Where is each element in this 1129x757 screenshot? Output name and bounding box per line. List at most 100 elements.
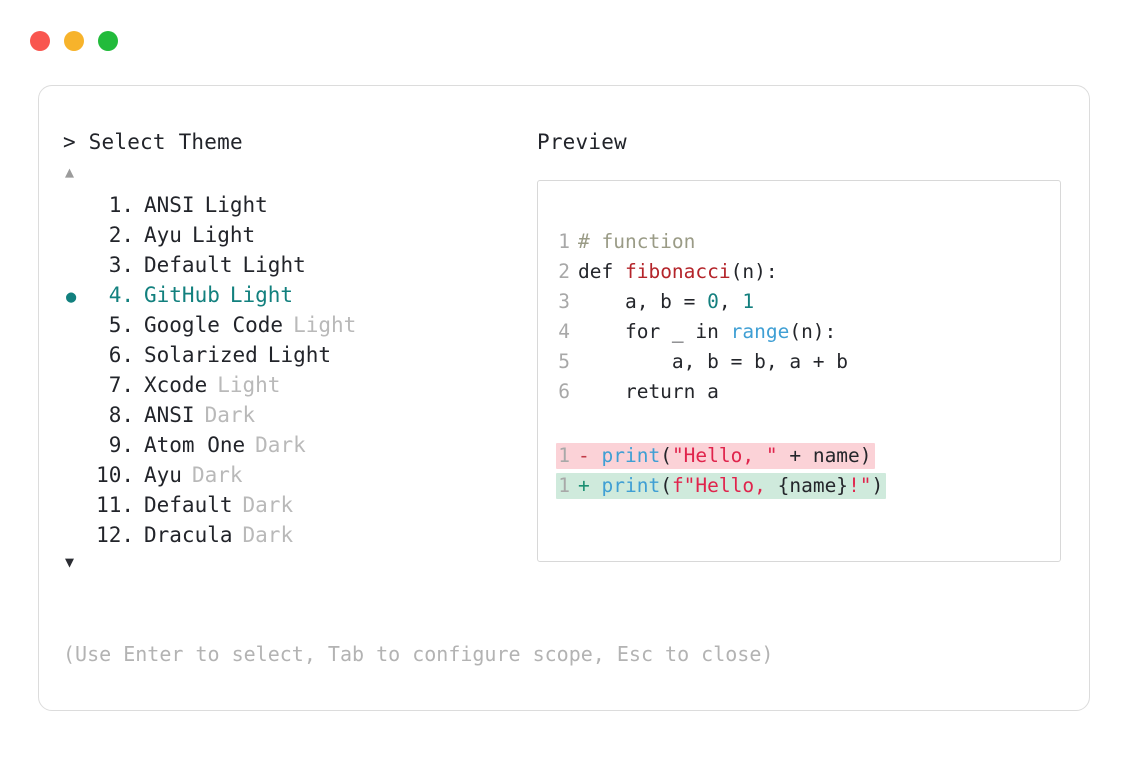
code-line: 1 # function [556, 227, 1060, 257]
maximize-window-button[interactable] [98, 31, 118, 51]
bullet-placeholder: ● [63, 402, 92, 432]
bullet-placeholder: ● [63, 222, 92, 252]
code-token: range [730, 320, 790, 343]
bullet-placeholder: ● [63, 342, 92, 372]
theme-item-name: ANSI [144, 193, 195, 217]
bullet-placeholder: ● [63, 522, 92, 552]
bullet-placeholder: ● [63, 462, 92, 492]
bullet-placeholder: ● [63, 252, 92, 282]
theme-item-name: Google Code [144, 313, 284, 337]
theme-item-name: Dracula [144, 523, 233, 547]
code-token: + name) [777, 444, 872, 467]
code-token: 1 [742, 290, 755, 313]
window-titlebar [0, 0, 1129, 54]
theme-item-number: 6. [108, 343, 134, 367]
diff-marker: - [578, 444, 602, 467]
line-number: 1 [558, 444, 570, 467]
theme-item-variant: Light [204, 193, 268, 217]
code-token: return a [578, 380, 719, 403]
theme-item-variant: Light [267, 343, 332, 367]
line-number: 4 [558, 320, 570, 343]
code-spacer [556, 407, 1060, 441]
bullet-placeholder: ● [63, 492, 92, 522]
theme-item-number: 1. [108, 193, 134, 217]
theme-item-name: ANSI [144, 403, 195, 427]
code-token: a, b = b, a + b [578, 350, 849, 373]
preview-title: Preview [537, 130, 627, 154]
theme-list-item[interactable]: ● 3. Default Light [63, 250, 533, 280]
line-number: 5 [558, 350, 570, 373]
bullet-placeholder: ● [63, 192, 92, 222]
line-number: 1 [558, 230, 570, 253]
code-token: print [601, 444, 661, 467]
code-line: 5 a, b = b, a + b [556, 347, 1060, 377]
diff-line-add: 1+ print(f"Hello, {name}!") [556, 471, 1060, 501]
code-token: "Hello, " [671, 444, 778, 467]
code-token: ) [871, 474, 884, 497]
theme-item-number: 9. [108, 433, 134, 457]
theme-item-name: Atom One [144, 433, 246, 457]
minimize-window-button[interactable] [64, 31, 84, 51]
theme-picker-card: > Select Theme ▲ ●1.ANSILight●2.AyuLight… [38, 85, 1090, 711]
selected-bullet-icon: ● [66, 287, 77, 307]
theme-item-number: 10. [96, 463, 134, 487]
line-number: 2 [558, 260, 570, 283]
bullet-placeholder: ● [63, 372, 92, 402]
theme-item-variant: Light [217, 373, 281, 397]
diff-marker: + [578, 474, 602, 497]
theme-item-name: Xcode [144, 373, 208, 397]
theme-selection-column: > Select Theme ▲ ●1.ANSILight●2.AyuLight… [63, 128, 533, 572]
scroll-down-arrow-icon[interactable]: ▼ [65, 553, 75, 571]
theme-item-variant: Light [293, 313, 357, 337]
page-title: > Select Theme [63, 130, 243, 154]
diff-line-body: 1- print("Hello, " + name) [556, 443, 875, 469]
theme-item-name: Ayu [144, 223, 182, 247]
theme-item-variant: Dark [242, 493, 294, 517]
code-token: !" [848, 474, 872, 497]
theme-list[interactable]: ●1.ANSILight●2.AyuLight●3.DefaultLight●4… [63, 190, 533, 550]
code-token: f"Hello, [671, 474, 778, 497]
code-token: # function [578, 230, 696, 253]
close-window-button[interactable] [30, 31, 50, 51]
code-line: 6 return a [556, 377, 1060, 407]
diff-line-body: 1+ print(f"Hello, {name}!") [556, 473, 887, 499]
theme-item-number: 12. [96, 523, 134, 547]
theme-item-number: 3. [108, 253, 134, 277]
code-token: fibonacci [624, 260, 731, 283]
theme-list-item[interactable]: ● 1. ANSI Light [63, 190, 533, 220]
line-number: 3 [558, 290, 570, 313]
bullet-placeholder: ● [63, 312, 92, 342]
theme-item-variant: Light [229, 283, 294, 307]
theme-item-variant: Light [191, 223, 256, 247]
code-token: (n): [730, 260, 778, 283]
theme-item-variant: Light [242, 253, 306, 277]
theme-item-variant: Dark [204, 403, 256, 427]
code-token: (n): [789, 320, 837, 343]
code-line: 3 a, b = 0, 1 [556, 287, 1060, 317]
bullet-placeholder: ● [63, 432, 92, 462]
scroll-up-arrow-icon[interactable]: ▲ [65, 163, 75, 181]
line-number: 6 [558, 380, 570, 403]
diff-line-del: 1- print("Hello, " + name) [556, 441, 1060, 471]
code-token: a, b = [578, 290, 708, 313]
code-token: , [718, 290, 743, 313]
line-number: 1 [558, 474, 570, 497]
code-line: 4 for _ in range(n): [556, 317, 1060, 347]
code-token: def [578, 260, 625, 283]
theme-item-name: Default [144, 493, 233, 517]
code-token: {name} [777, 474, 849, 497]
theme-item-variant: Dark [191, 463, 243, 487]
theme-item-name: Default [144, 253, 233, 277]
